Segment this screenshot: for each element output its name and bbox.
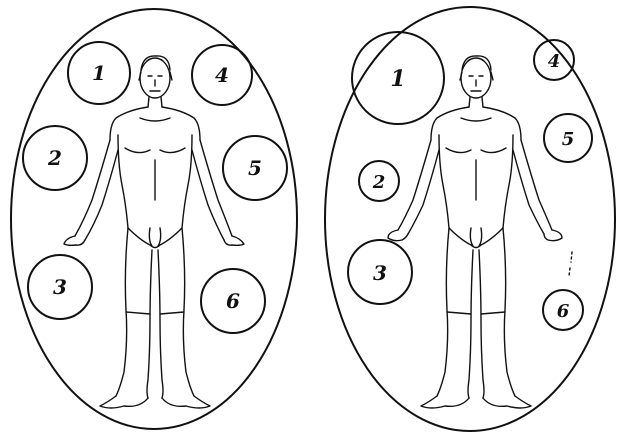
left-circle-4-label: 4 [215, 63, 229, 87]
right-circle-2-label: 2 [372, 172, 386, 193]
left-circle-4: 4 [192, 45, 252, 105]
right-circle-3-label: 3 [373, 261, 387, 285]
left-circle-6: 6 [201, 269, 265, 333]
right-circle-6-label: 6 [557, 301, 570, 322]
left-circle-3: 3 [28, 255, 92, 319]
right-circle-5: 5 [544, 114, 592, 162]
left-outer-ellipse [11, 9, 297, 429]
right-circle-4-label: 4 [548, 51, 561, 72]
right-dotted-trace [569, 252, 572, 276]
left-circle-3-label: 3 [53, 275, 67, 299]
left-circle-6-label: 6 [226, 289, 240, 313]
left-circle-1-label: 1 [92, 61, 106, 85]
right-circle-5-label: 5 [562, 129, 575, 150]
right-circle-3: 3 [348, 240, 412, 304]
right-circle-6: 6 [543, 290, 583, 330]
left-circle-5: 5 [223, 136, 287, 200]
left-panel: 1 2 3 4 5 6 [11, 9, 297, 429]
left-circle-2: 2 [23, 126, 87, 190]
left-circle-5-label: 5 [248, 156, 262, 180]
right-panel: 1 2 3 4 5 6 [325, 7, 615, 431]
left-circle-1: 1 [68, 42, 130, 104]
right-circle-1-label: 1 [390, 66, 405, 92]
left-circle-2-label: 2 [47, 146, 62, 170]
right-circle-2: 2 [359, 161, 399, 201]
right-circle-1: 1 [352, 32, 444, 124]
right-human-figure [388, 56, 562, 408]
left-human-figure [64, 56, 244, 408]
